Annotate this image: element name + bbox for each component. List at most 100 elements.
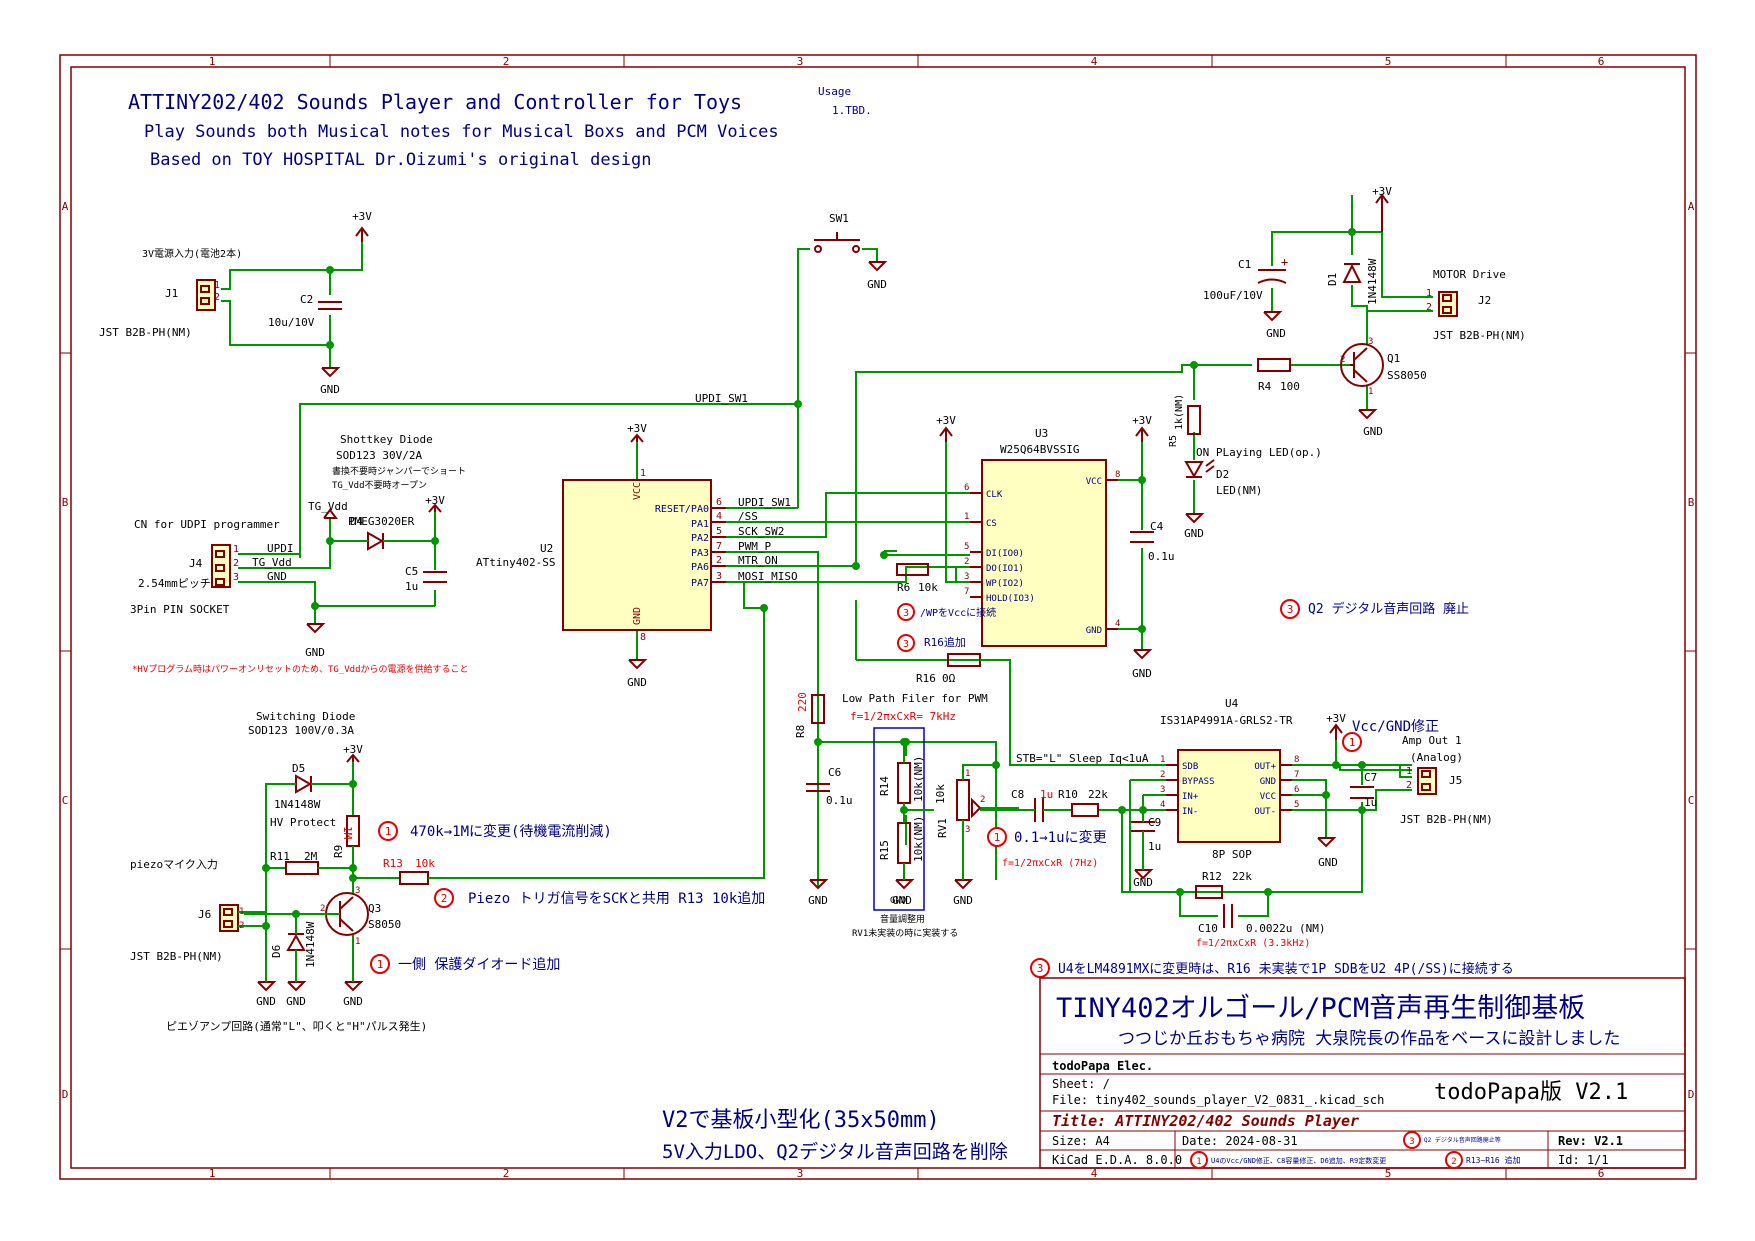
svg-text:1: 1 (385, 825, 392, 838)
tb-kicad: KiCad E.D.A. 8.0.0 (1052, 1153, 1182, 1167)
svg-text:10k: 10k (934, 784, 947, 804)
svg-text:Q2 デジタル音声回路 廃止: Q2 デジタル音声回路 廃止 (1308, 601, 1469, 617)
svg-text:4: 4 (716, 511, 722, 522)
svg-text:f=1/2πxCxR= 7kHz: f=1/2πxCxR= 7kHz (850, 710, 956, 723)
svg-text:+3V: +3V (627, 422, 647, 435)
svg-text:GND: GND (1318, 856, 1338, 869)
svg-text:10k: 10k (918, 581, 938, 594)
svg-text:GND: GND (1363, 425, 1383, 438)
svg-text:J5: J5 (1449, 774, 1462, 787)
svg-text:8P SOP: 8P SOP (1212, 848, 1252, 861)
plus3v-u3-right: +3V (1132, 414, 1152, 442)
svg-text:1: 1 (1426, 288, 1432, 299)
svg-text:3: 3 (965, 825, 970, 835)
tb-history: 1 U4のVcc/GND修正、C8容量修正、D6追加、R9定数変更 2 R13~… (1190, 1131, 1521, 1169)
svg-text:GND: GND (320, 383, 340, 396)
svg-text:3: 3 (964, 572, 969, 582)
gnd-q1: GND (1358, 409, 1383, 438)
svg-text:5: 5 (1294, 800, 1299, 810)
sheet-frame: 1 2 3 4 5 6 1 2 3 4 5 6 A B C D A B C D (59, 54, 1697, 1180)
svg-text:D5: D5 (292, 762, 305, 775)
tb-version: todoPapa版 V2.1 (1434, 1080, 1628, 1105)
svg-text:8: 8 (1115, 470, 1120, 480)
svg-text:PA3: PA3 (691, 548, 709, 559)
svg-text:+3V: +3V (1326, 712, 1346, 725)
svg-text:HV Protect: HV Protect (270, 816, 336, 829)
svg-text:3: 3 (716, 571, 722, 582)
usage-item: 1.TBD. (832, 104, 872, 117)
usage-label: Usage (818, 85, 851, 98)
svg-text:SOD123 30V/2A: SOD123 30V/2A (336, 449, 422, 462)
svg-text:1: 1 (1160, 755, 1165, 765)
svg-text:U4をLM4891MXに変更時は、R16 未実装で1P SD: U4をLM4891MXに変更時は、R16 未実装で1P SDBをU2 4P(/S… (1058, 961, 1514, 977)
svg-text:GND: GND (892, 894, 912, 907)
svg-text:ON PLaying LED(op.): ON PLaying LED(op.) (1196, 446, 1322, 459)
svg-text:3: 3 (903, 639, 909, 650)
svg-text:CS: CS (986, 519, 997, 529)
svg-text:R16追加: R16追加 (924, 635, 966, 649)
u2-net-labels: UPDI_SW1 /SS SCK_SW2 PWM_P MTR_ON MOSI_M… (695, 392, 798, 583)
svg-text:(Analog): (Analog) (1410, 751, 1463, 764)
svg-text:8: 8 (1294, 755, 1299, 765)
svg-text:RESET/PA0: RESET/PA0 (655, 504, 709, 515)
svg-text:2: 2 (214, 292, 220, 303)
svg-text:10k(NM): 10k(NM) (912, 756, 925, 802)
svg-text:/WPをVccに接続: /WPをVccに接続 (920, 606, 996, 619)
svg-text:GND: GND (890, 896, 906, 906)
svg-text:GND: GND (305, 646, 325, 659)
svg-text:470k→1Mに変更(待機電流削減): 470k→1Mに変更(待機電流削減) (410, 823, 612, 840)
svg-text:f=1/2πxCxR (7Hz): f=1/2πxCxR (7Hz) (1002, 858, 1098, 869)
svg-text:+: + (1281, 255, 1288, 269)
svg-text:BYPASS: BYPASS (1182, 777, 1215, 787)
svg-text:GND: GND (1086, 626, 1102, 636)
svg-text:GND: GND (267, 570, 287, 583)
svg-text:6: 6 (716, 497, 722, 508)
svg-text:J4: J4 (189, 557, 203, 570)
rev-note-r16: 3 R16追加 (897, 634, 966, 652)
title-line-1: ATTINY202/402 Sounds Player and Controll… (128, 90, 742, 114)
svg-text:1: 1 (640, 468, 646, 479)
svg-text:R14: R14 (878, 776, 891, 796)
svg-text:2: 2 (964, 557, 969, 567)
plus3v-tgvdd (323, 508, 338, 519)
resistor-r5: R5 1k(NM) (1168, 394, 1201, 447)
plus3v-j1: +3V (352, 210, 372, 242)
svg-text:R9: R9 (332, 845, 345, 858)
svg-text:SW1: SW1 (829, 212, 849, 225)
v2-line-2: 5V入力LDO、Q2デジタル音声回路を削除 (662, 1141, 1008, 1163)
svg-text:1u: 1u (1040, 788, 1053, 801)
svg-text:GND: GND (632, 607, 643, 625)
rev-note-r9: 1 470k→1Mに変更(待機電流削減) (378, 821, 612, 841)
svg-text:GND: GND (808, 894, 828, 907)
svg-text:GND: GND (1133, 876, 1153, 889)
svg-text:Low Path Filer for PWM: Low Path Filer for PWM (842, 692, 988, 705)
row-mark: A (1688, 200, 1695, 213)
svg-text:UPDI_SW1: UPDI_SW1 (695, 392, 748, 405)
svg-text:C10: C10 (1198, 922, 1218, 935)
tb-jp-title: TINY402オルゴール/PCM音声再生制御基板 (1056, 993, 1585, 1024)
svg-text:7: 7 (1294, 770, 1299, 780)
svg-text:J2: J2 (1478, 294, 1491, 307)
plus3v-d5: +3V (343, 743, 363, 763)
svg-text:R12: R12 (1202, 870, 1222, 883)
svg-text:C8: C8 (1011, 788, 1024, 801)
svg-text:C4: C4 (1150, 520, 1164, 533)
svg-text:R5: R5 (1168, 435, 1179, 447)
col-mark: 3 (797, 1167, 804, 1180)
col-mark: 1 (209, 55, 216, 68)
junctions (311, 228, 1366, 896)
tb-company: todoPapa Elec. (1052, 1059, 1153, 1073)
svg-text:1: 1 (1368, 387, 1373, 397)
svg-text:1: 1 (964, 512, 969, 522)
svg-text:JST B2B-PH(NM): JST B2B-PH(NM) (1400, 813, 1493, 826)
svg-text:R13~R16 追加: R13~R16 追加 (1466, 1155, 1521, 1165)
v2-line-1: V2で基板小型化(35x50mm) (662, 1108, 940, 1133)
svg-text:MOTOR Drive: MOTOR Drive (1433, 268, 1506, 281)
tb-date: Date: 2024-08-31 (1182, 1134, 1298, 1148)
col-mark: 2 (503, 1167, 510, 1180)
svg-text:f=1/2πxCxR (3.3kHz): f=1/2πxCxR (3.3kHz) (1196, 938, 1310, 949)
svg-text:3: 3 (355, 886, 360, 896)
svg-text:JST B2B-PH(NM): JST B2B-PH(NM) (99, 326, 192, 339)
svg-text:UPDI_SW1: UPDI_SW1 (738, 496, 791, 509)
